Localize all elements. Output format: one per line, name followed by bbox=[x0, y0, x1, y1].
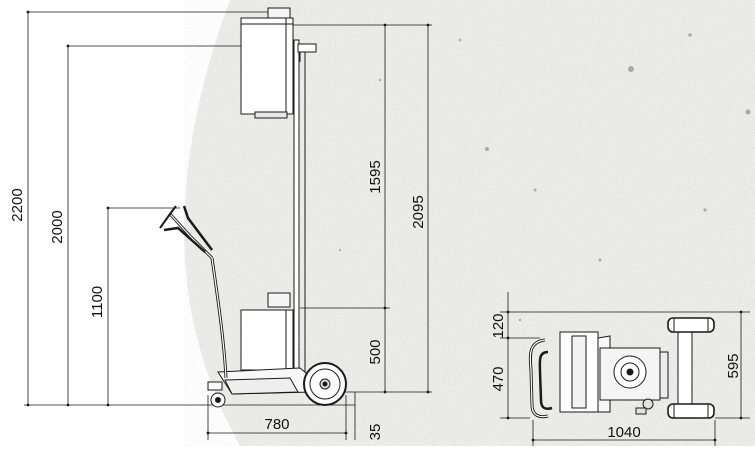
label-side-length: 780 bbox=[264, 416, 289, 433]
label-mast-height: 2000 bbox=[49, 210, 66, 243]
label-top-width: 595 bbox=[725, 353, 742, 378]
label-mast-span: 2095 bbox=[410, 195, 427, 228]
label-lower-span: 500 bbox=[367, 339, 384, 364]
label-ground-clearance: 35 bbox=[367, 424, 384, 441]
label-upper-span: 1595 bbox=[367, 160, 384, 193]
dimension-ticks-top bbox=[506, 310, 743, 442]
label-top-depth: 470 bbox=[490, 366, 507, 391]
top-view-wheel-upper bbox=[667, 317, 715, 333]
top-view-wheel-lower bbox=[667, 403, 715, 419]
label-top-front: 120 bbox=[490, 313, 507, 338]
label-total-height: 2200 bbox=[9, 188, 26, 221]
dimension-ticks-side bbox=[26, 10, 430, 435]
lower-head-body bbox=[240, 309, 294, 371]
dimension-lines-top bbox=[500, 292, 750, 446]
side-view-machine bbox=[159, 7, 347, 408]
top-view-machine bbox=[528, 317, 715, 419]
lower-head-cap bbox=[267, 292, 291, 308]
label-top-length: 1040 bbox=[607, 424, 640, 441]
label-handle-height: 1100 bbox=[89, 286, 106, 318]
dimension-labels: 2200 2000 1100 1595 2095 500 35 780 120 … bbox=[9, 160, 742, 441]
stone-spots bbox=[338, 33, 751, 322]
upper-head-body bbox=[240, 17, 294, 115]
stone-speckle-overlay bbox=[184, 0, 755, 446]
mast-column bbox=[293, 39, 300, 386]
